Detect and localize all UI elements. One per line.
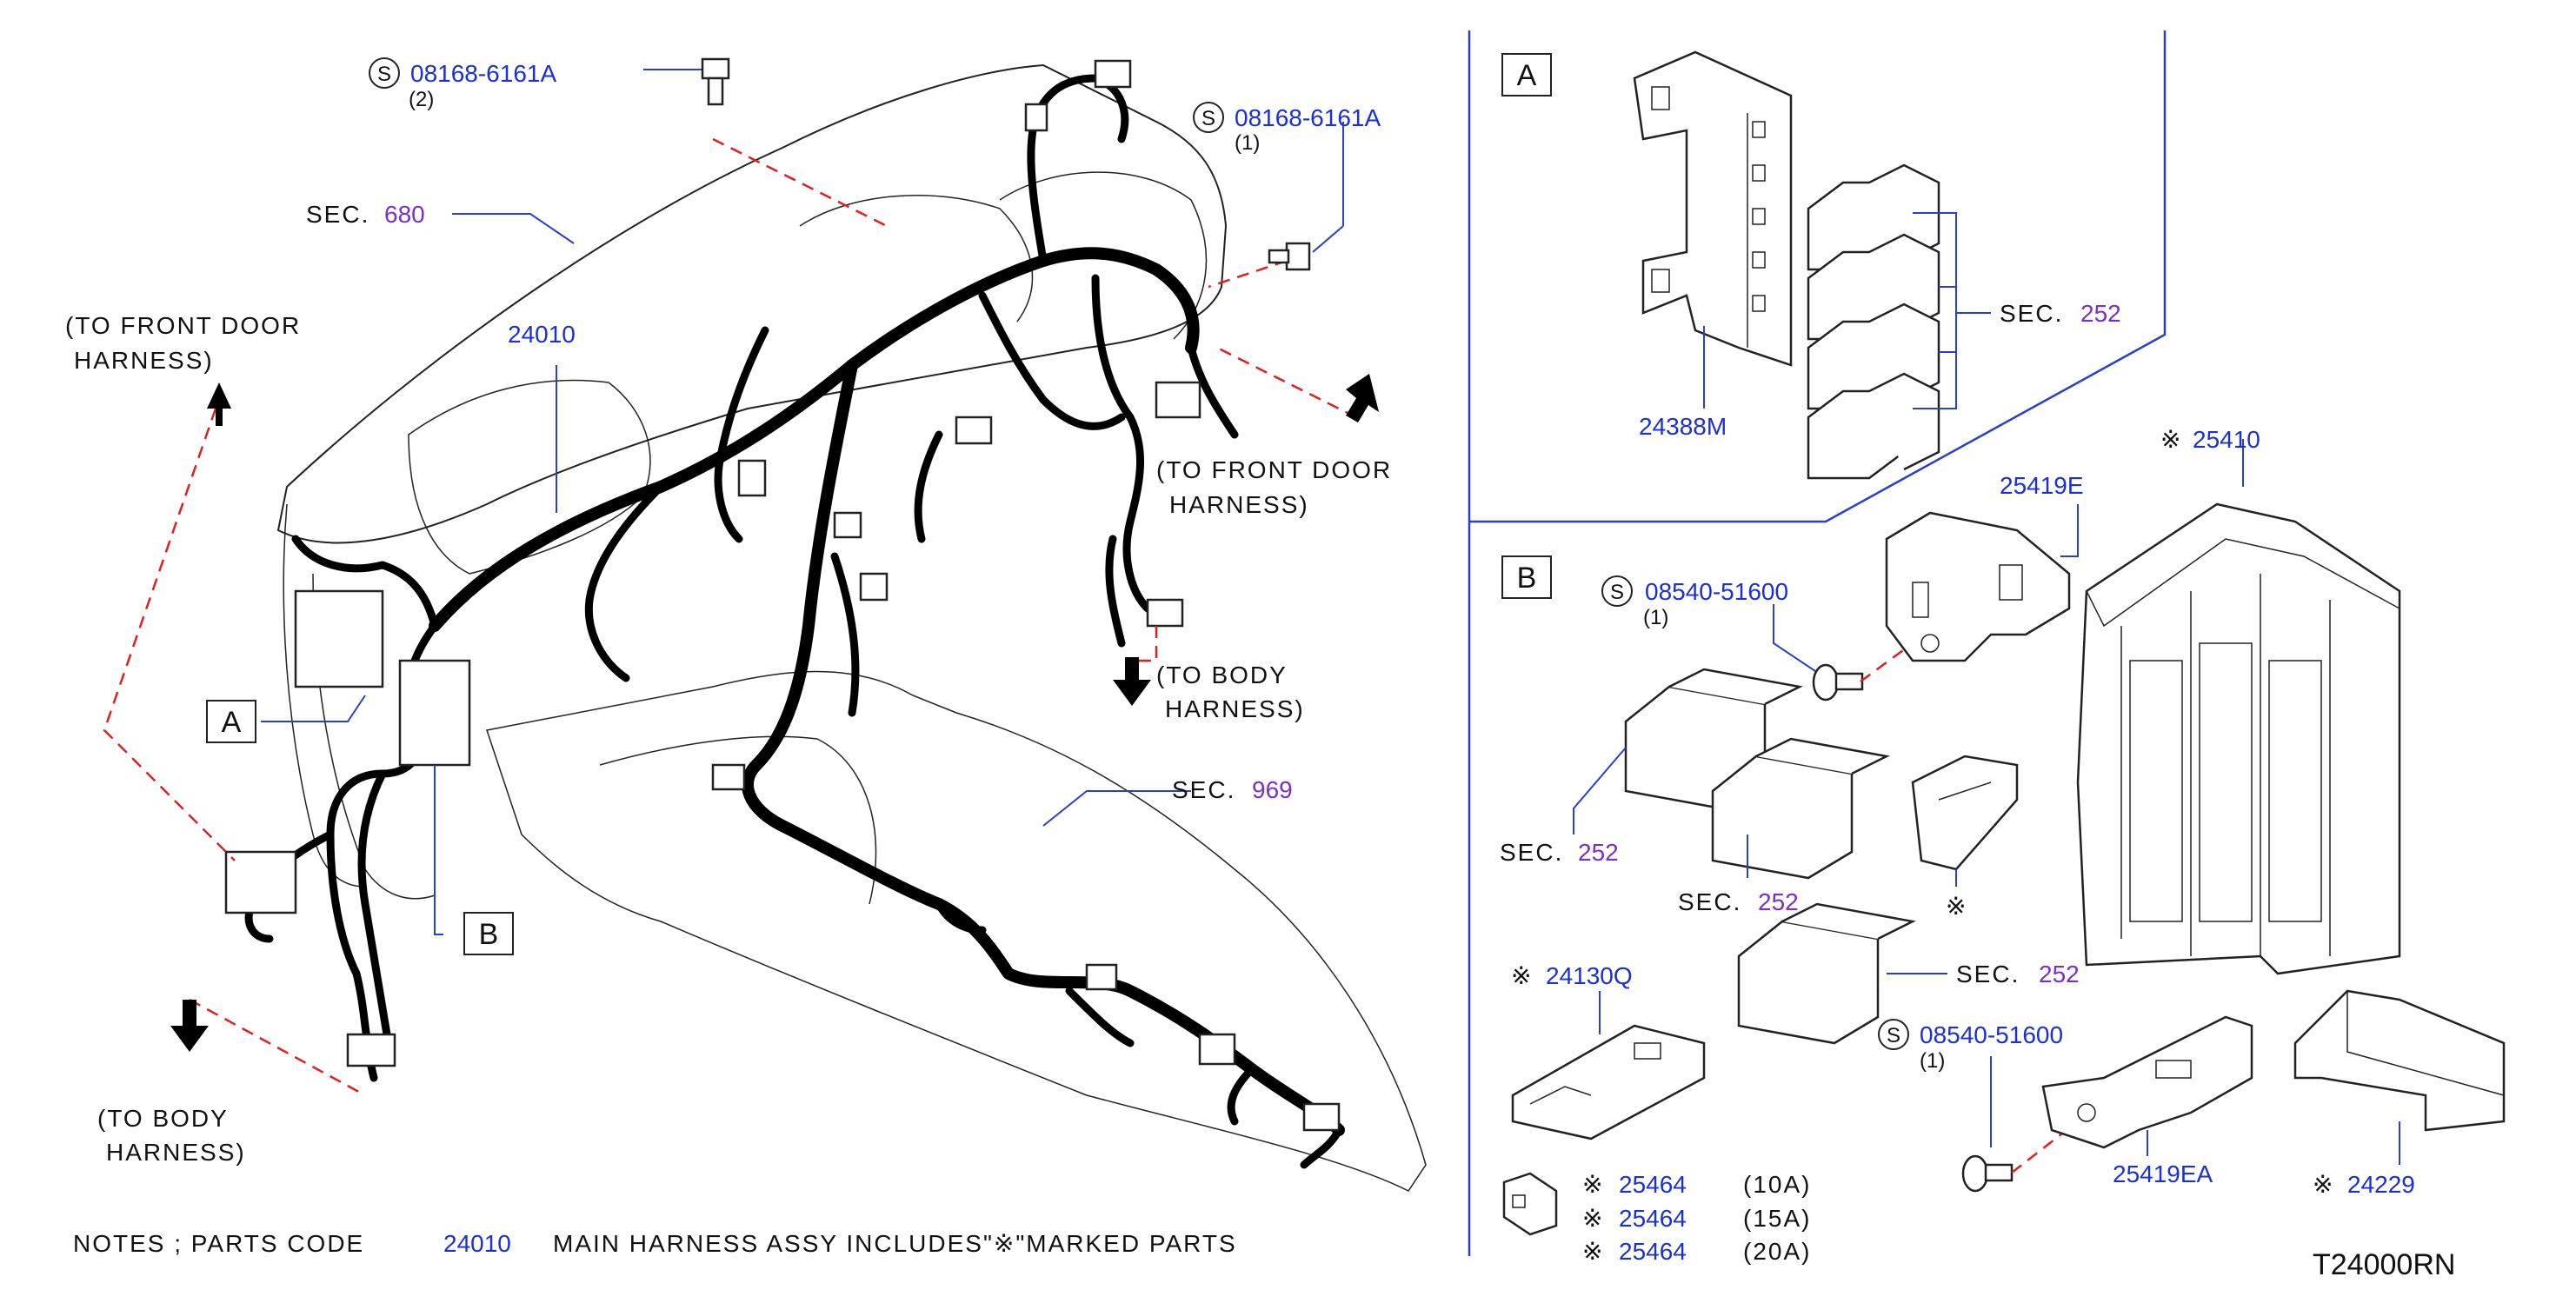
detail-b-sec-prefix-1: SEC. (1500, 839, 1563, 866)
detail-a-sec-number: 252 (2080, 300, 2121, 327)
cover-24229-drawing (2293, 989, 2506, 1132)
s-symbol-icon (1601, 575, 1633, 607)
to-body-left-1: (TO BODY (97, 1105, 229, 1132)
drawing-code: T24000RN (2313, 1248, 2455, 1281)
fuse-part-1: 25464 (1619, 1171, 1687, 1198)
detail-a-sec-prefix: SEC. (2000, 300, 2063, 327)
main-labels: S 08168-6161A (2) S 08168-6161A (1) SEC.… (65, 57, 1392, 1166)
direction-arrows (170, 374, 1379, 1052)
detail-b-fuse-block-mark: ※ (2160, 426, 2182, 453)
detail-b-cover-mark: ※ (2313, 1171, 2334, 1198)
relay-b-3-drawing (1737, 902, 1916, 1045)
arrow-up-left (207, 382, 231, 426)
s-symbol-icon (1878, 1019, 1909, 1050)
screw-qty-2: (1) (1235, 131, 1260, 155)
notes-code: 24010 (443, 1230, 511, 1257)
to-front-door-right-1: (TO FRONT DOOR (1156, 456, 1392, 483)
detail-letter-a: A (1517, 59, 1537, 92)
fuse-rating-2: (15A) (1743, 1205, 1811, 1232)
relay-stack-drawing (1807, 163, 1940, 480)
fuse-block-25410-drawing (2076, 502, 2401, 975)
screw-icon (1812, 663, 1864, 702)
fuse-rating-1: (10A) (1743, 1171, 1811, 1198)
detail-b-screw-qty-1: (1) (1643, 606, 1668, 629)
detail-box-b (1501, 555, 1552, 599)
s-symbol: S (1887, 1024, 1900, 1047)
screw-parts-main (701, 57, 1311, 271)
detail-b-bracket-number-1: 25419E (2000, 472, 2084, 499)
detail-b: B S 08540-51600 (1) 25419E (1500, 426, 2506, 1265)
fuse-part-2: 25464 (1619, 1205, 1687, 1232)
sec-969-prefix: SEC. (1172, 776, 1235, 803)
notes-prefix: NOTES ; PARTS CODE (73, 1230, 364, 1257)
arrow-up-right (1346, 374, 1379, 422)
fuse-drawing (1502, 1172, 1558, 1236)
callout-letter-b: B (479, 918, 499, 951)
connector-24130q-drawing (1511, 1024, 1706, 1140)
detail-b-connector-mark: ※ (1511, 962, 1533, 989)
sec-680-prefix: SEC. (306, 201, 369, 228)
detail-b-fuse-block-number: 25410 (2193, 426, 2260, 453)
detail-b-sec-number-2: 252 (1758, 888, 1799, 915)
s-symbol-icon (1193, 102, 1224, 133)
s-symbol-icon (369, 57, 400, 89)
detail-letter-b: B (1517, 562, 1537, 595)
bracket-25419e-drawing (1885, 511, 2071, 662)
callout-letter-a: A (222, 706, 242, 739)
main-leaders (261, 69, 1344, 935)
bracket-24388m-drawing (1633, 50, 1793, 367)
to-front-door-right-2: HARNESS) (1169, 491, 1309, 518)
fuse-mark-2: ※ (1582, 1205, 1604, 1232)
fuse-part-3: 25464 (1619, 1238, 1687, 1265)
screw-icon (1961, 1154, 2014, 1193)
to-body-left-2: HARNESS) (106, 1139, 246, 1166)
to-body-right-1: (TO BODY (1156, 662, 1288, 688)
fuse-mark-1: ※ (1582, 1171, 1604, 1198)
main-harness (224, 59, 1345, 1169)
detail-b-sec-number-3: 252 (2039, 961, 2080, 987)
detail-box-a (1501, 53, 1552, 96)
to-body-right-2: HARNESS) (1165, 695, 1305, 722)
detail-b-sec-prefix-2: SEC. (1678, 888, 1741, 915)
detail-a-bracket-number: 24388M (1639, 413, 1727, 440)
notes-suffix: MAIN HARNESS ASSY INCLUDES"※"MARKED PART… (553, 1230, 1237, 1257)
sec-969-number: 969 (1252, 776, 1293, 803)
to-front-door-left-2: HARNESS) (74, 347, 214, 374)
screw-part-number-2: 08168-6161A (1235, 104, 1381, 131)
detail-b-sec-number-1: 252 (1578, 839, 1619, 866)
detail-b-bracket-number-2: 25419EA (2113, 1160, 2213, 1187)
fuse-mark-3: ※ (1582, 1238, 1604, 1265)
arrow-down-right (1113, 657, 1151, 706)
fuse-rating-3: (20A) (1743, 1238, 1811, 1265)
clip-drawing (1911, 755, 2019, 871)
s-symbol: S (1610, 581, 1624, 604)
callout-box-a (206, 700, 256, 743)
detail-b-sec-prefix-3: SEC. (1956, 961, 2020, 987)
panel-dividers (1468, 30, 2167, 1256)
dashed-guides (103, 137, 1357, 1097)
to-front-door-left-1: (TO FRONT DOOR (65, 312, 301, 339)
main-harness-number: 24010 (508, 321, 576, 348)
sec-680-number: 680 (384, 201, 425, 228)
screw-icon (701, 57, 730, 106)
detail-b-screw-number-2: 08540-51600 (1920, 1021, 2063, 1048)
s-symbol: S (377, 63, 391, 86)
detail-b-clip-mark: ※ (1946, 893, 1967, 920)
detail-b-connector-number: 24130Q (1546, 962, 1633, 989)
detail-b-screw-number-1: 08540-51600 (1645, 578, 1788, 605)
detail-b-screw-qty-2: (1) (1920, 1049, 1945, 1073)
s-symbol: S (1201, 107, 1215, 130)
notes-line: NOTES ; PARTS CODE 24010 MAIN HARNESS AS… (73, 1230, 1237, 1257)
arrow-down-left (170, 1000, 209, 1052)
screw-qty-1: (2) (409, 88, 434, 111)
bracket-25419ea-drawing (2041, 1015, 2253, 1149)
screw-icon (1268, 242, 1311, 271)
screw-part-number-1: 08168-6161A (410, 60, 556, 87)
detail-b-cover-number: 24229 (2347, 1171, 2415, 1198)
callout-box-b (463, 912, 514, 955)
detail-a: A 24388M SEC. (1501, 50, 2121, 480)
